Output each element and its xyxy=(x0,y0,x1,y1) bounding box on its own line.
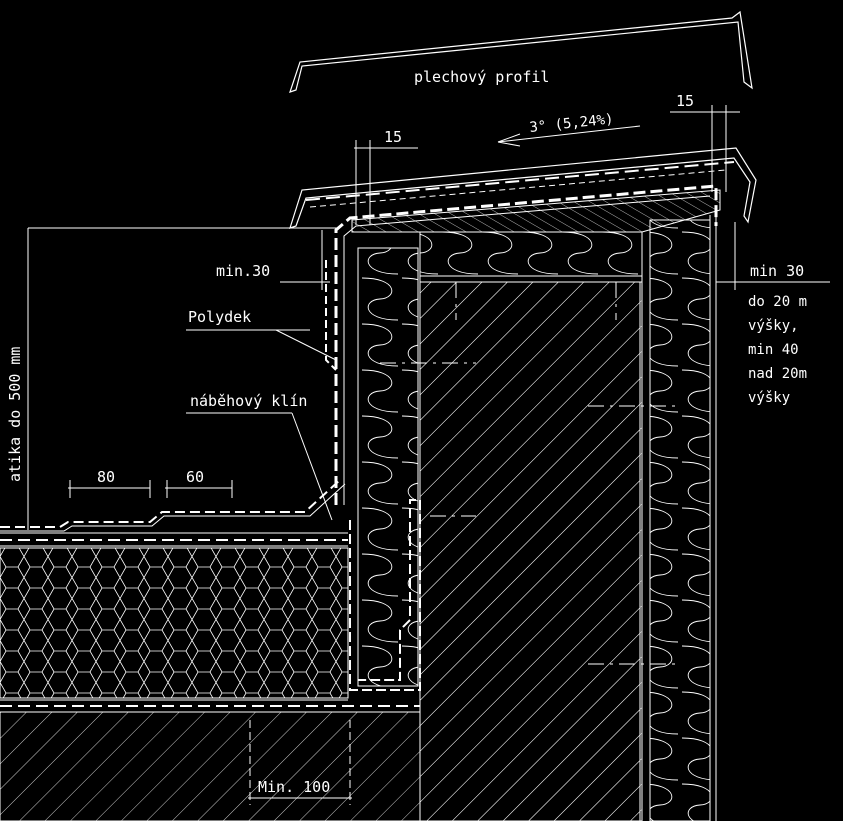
min30-left-label: min.30 xyxy=(216,262,270,280)
slope-label: 3° (5,24%) xyxy=(529,111,615,136)
min100-label: Min. 100 xyxy=(258,778,330,796)
svg-text:nad 20m: nad 20m xyxy=(748,366,807,382)
facade-insulation xyxy=(649,219,711,821)
svg-text:výšky,: výšky, xyxy=(748,318,799,334)
dim-15-left-label: 15 xyxy=(384,128,402,146)
svg-text:do 20 m: do 20 m xyxy=(748,294,807,310)
center-lines xyxy=(380,282,680,665)
dim-15-right-label: 15 xyxy=(676,92,694,110)
profile-brace xyxy=(289,10,753,93)
dim-60-label: 60 xyxy=(186,468,204,486)
atika-label: atika do 500 mm xyxy=(6,347,24,482)
profile-label: plechový profil xyxy=(414,68,549,86)
height-note: do 20 m výšky, min 40 nad 20m výšky xyxy=(748,294,807,406)
roof-membrane xyxy=(0,532,420,713)
top-insulation-strip xyxy=(419,231,643,277)
dimension-lines xyxy=(27,105,830,805)
attic-inner-insulation xyxy=(357,247,419,687)
attic-membrane-wrap xyxy=(334,184,718,505)
min30-right-label: min 30 xyxy=(750,262,804,280)
metal-coping xyxy=(289,147,757,229)
membrane-overlap-strips xyxy=(0,479,341,528)
dim-80-label: 80 xyxy=(97,468,115,486)
polydek-label: Polydek xyxy=(188,308,251,326)
slope-arrow xyxy=(497,125,641,147)
svg-text:min 40: min 40 xyxy=(748,342,799,358)
nabehovy-klin-label: náběhový klín xyxy=(190,392,307,410)
svg-text:výšky: výšky xyxy=(748,390,790,406)
roof-eps-insulation xyxy=(0,547,349,699)
